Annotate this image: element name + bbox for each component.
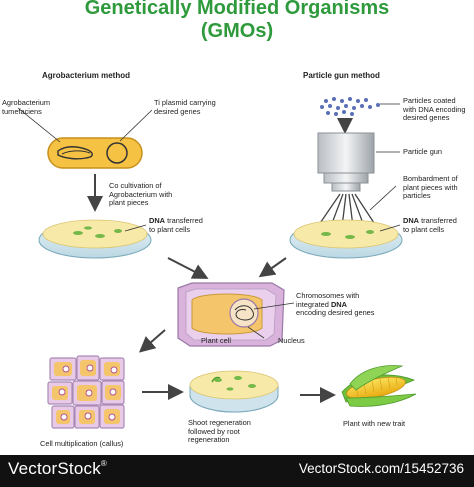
dna-particles-icon <box>320 97 380 116</box>
agro-dna-transfer-label: DNA transferred to plant cells <box>149 216 203 234</box>
nucleus-icon <box>229 298 259 328</box>
title-line-2: (GMOs) <box>200 20 274 42</box>
watermark-footer: VectorStock® VectorStock.com/15452736 <box>0 455 474 487</box>
ti-plasmid-icon <box>106 142 128 164</box>
agrobacterium-cell <box>47 137 143 169</box>
nucleus-label: Nucleus <box>278 336 305 345</box>
new-trait-label: Plant with new trait <box>343 419 406 428</box>
petri-dish-regeneration <box>189 370 279 413</box>
callus-label: Cell multiplication (callus) <box>40 439 124 448</box>
footer-brand: VectorStock® <box>8 459 108 478</box>
plant-cell-label: Plant cell <box>201 336 231 345</box>
chromosomes-label: Chromosomes with integrated DNA encoding… <box>296 291 375 318</box>
corn-plant-icon <box>341 365 417 407</box>
agro-method-heading: Agrobacterium method <box>42 71 131 80</box>
petri-dish-agro <box>38 219 152 259</box>
petri-dish-gun <box>289 219 403 259</box>
particle-gun-label: Particle gun <box>403 147 443 156</box>
title-line-1: Genetically Modified Organisms <box>84 0 390 19</box>
plant-cell <box>177 282 285 347</box>
particle-gun-icon <box>317 132 375 192</box>
gmo-process-diagram <box>17 97 417 429</box>
gun-method-heading: Particle gun method <box>303 71 380 80</box>
footer-url: VectorStock.com/15452736 <box>298 461 464 476</box>
gun-dna-transfer-label: DNA transferred to plant cells <box>403 216 457 234</box>
